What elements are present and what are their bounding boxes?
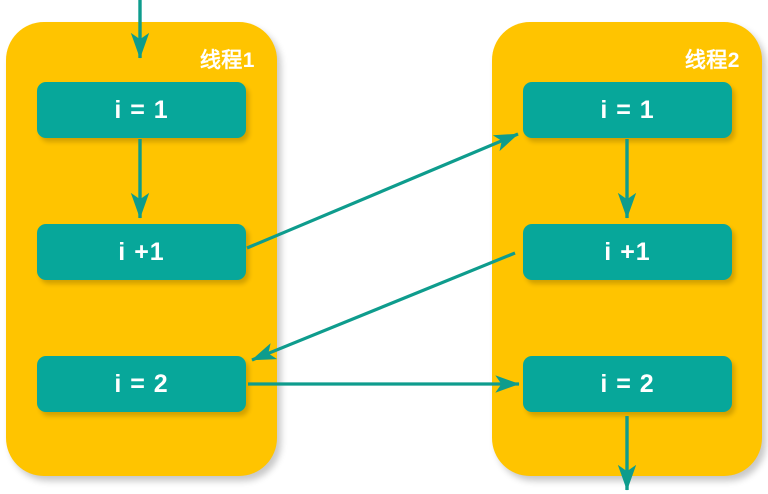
- thread-1-step-3-box: i = 2: [37, 356, 246, 412]
- thread-2-step-1-box: i = 1: [523, 82, 732, 138]
- thread-1-step-2-box: i +1: [37, 224, 246, 280]
- thread-panel-1: 线程1 i = 1 i +1 i = 2: [6, 22, 277, 476]
- thread-2-label: 线程2: [684, 49, 740, 72]
- thread-panel-2: 线程2 i = 1 i +1 i = 2: [492, 22, 762, 476]
- thread-2-step-2-box: i +1: [523, 224, 732, 280]
- thread1-step2-to-thread2-step1-arrow: [246, 132, 519, 250]
- thread-1-step-1-box: i = 1: [37, 82, 246, 138]
- thread-2-step-3-box: i = 2: [523, 356, 732, 412]
- thread-1-label: 线程1: [199, 49, 255, 72]
- thread2-step2-to-thread1-step3-arrow: [251, 251, 516, 362]
